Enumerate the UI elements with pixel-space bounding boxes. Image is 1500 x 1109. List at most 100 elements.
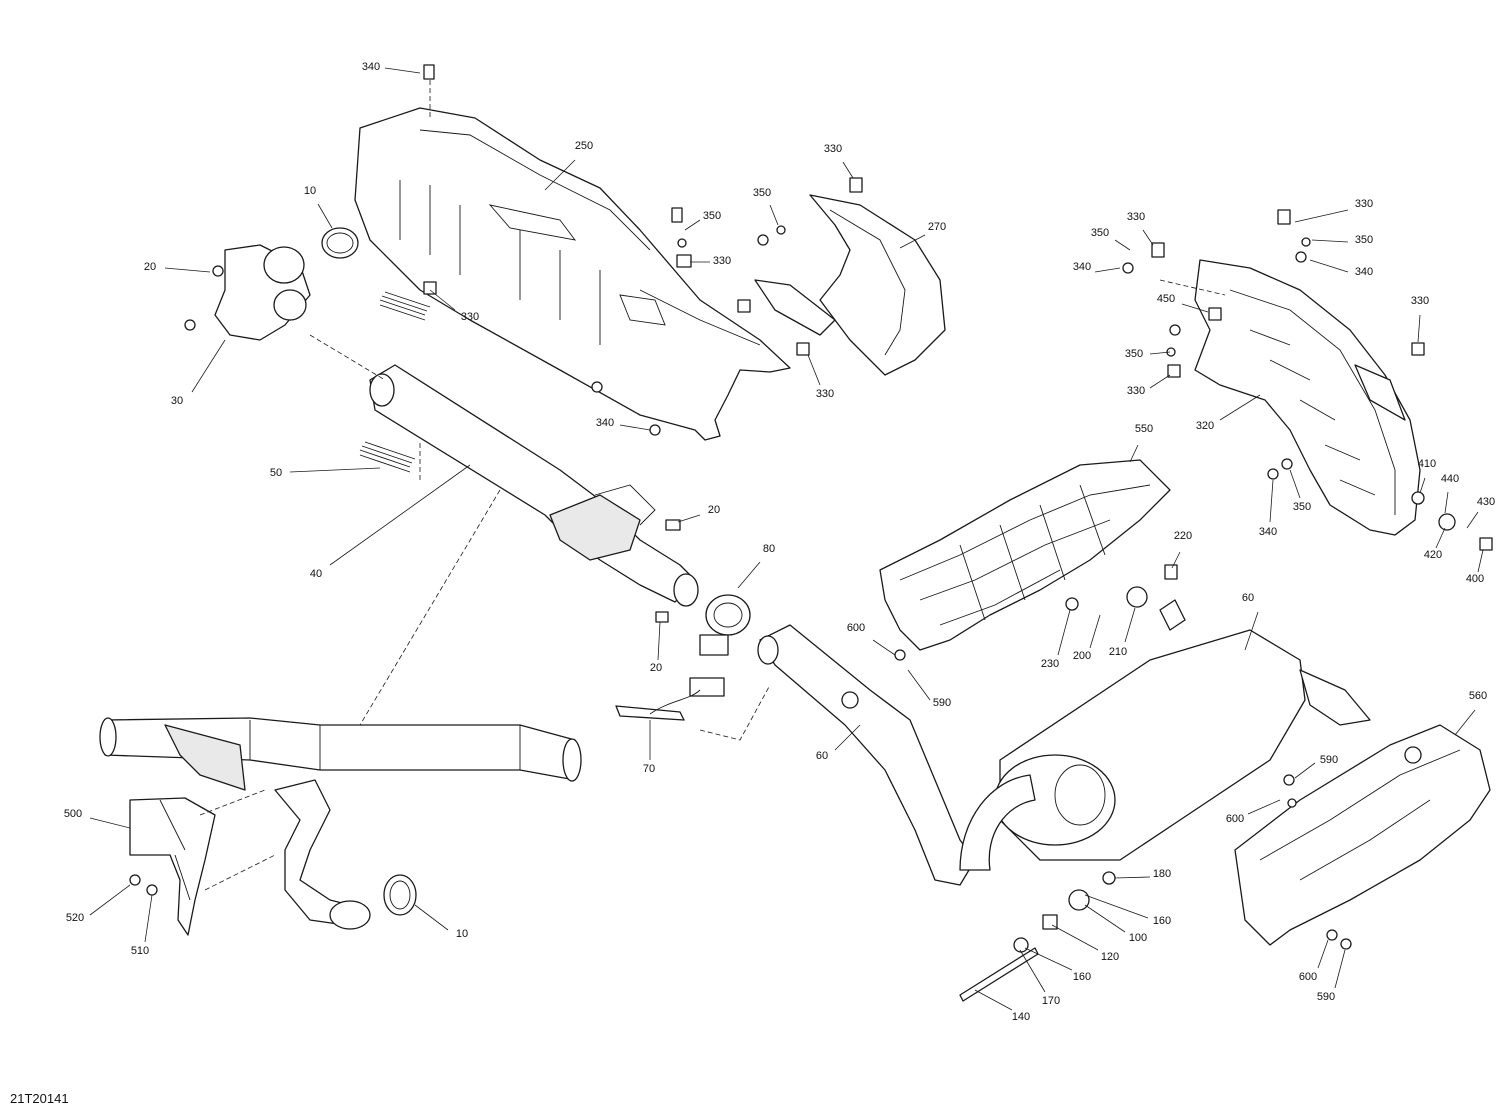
callout-leader-520 [89, 884, 131, 916]
heat-shield-250 [354, 107, 791, 441]
callout-leader-330 [807, 354, 821, 386]
heat-shield-320 [1194, 259, 1421, 536]
callout-leader-330 [842, 161, 854, 179]
callout-leader-330 [1294, 209, 1349, 223]
callout-330: 330 [1127, 385, 1145, 397]
callout-410: 410 [1418, 458, 1436, 470]
callout-leader-420 [1435, 527, 1446, 549]
callout-leader-10 [317, 203, 333, 229]
callout-leader-560 [1454, 709, 1476, 736]
callout-160: 160 [1073, 971, 1091, 983]
callout-450: 450 [1157, 293, 1175, 305]
callout-leader-600 [1317, 939, 1329, 969]
callout-leader-210 [1124, 607, 1136, 643]
callout-leader-200 [1089, 614, 1101, 649]
callout-340: 340 [1355, 266, 1373, 278]
callout-350: 350 [1355, 234, 1373, 246]
muffler-60 [959, 599, 1371, 871]
callout-leader-350 [1311, 239, 1349, 243]
callout-350: 350 [1091, 227, 1109, 239]
callout-leader-450 [1181, 303, 1209, 313]
heat-shield-560 [1234, 724, 1491, 946]
callout-510: 510 [131, 945, 149, 957]
sensor-70 [615, 677, 725, 721]
callout-200: 200 [1073, 650, 1091, 662]
callout-350: 350 [1293, 501, 1311, 513]
callout-30: 30 [171, 395, 183, 407]
callout-leader-500 [89, 817, 131, 829]
callout-400: 400 [1466, 573, 1484, 585]
callout-leader-350 [684, 219, 701, 231]
callout-leader-160 [1024, 947, 1073, 971]
callout-leader-20 [677, 514, 701, 523]
callout-50: 50 [270, 467, 282, 479]
callout-330: 330 [713, 255, 731, 267]
callout-leaders [89, 67, 1484, 1011]
reference-code: 21T20141 [10, 1091, 69, 1106]
callout-leader-100 [1084, 904, 1126, 933]
callout-270: 270 [928, 221, 946, 233]
callout-100: 100 [1129, 932, 1147, 944]
callout-leader-340 [1309, 259, 1349, 273]
callout-10: 10 [304, 185, 316, 197]
callout-leader-590 [1334, 949, 1346, 989]
callout-20: 20 [144, 261, 156, 273]
callout-40: 40 [310, 568, 322, 580]
callout-leader-220 [1171, 551, 1181, 569]
clamp-80 [699, 594, 751, 656]
callout-600: 600 [1299, 971, 1317, 983]
callout-60: 60 [1242, 592, 1254, 604]
callout-350: 350 [1125, 348, 1143, 360]
callout-leader-270 [899, 234, 926, 249]
callout-500: 500 [64, 808, 82, 820]
callout-140: 140 [1012, 1011, 1030, 1023]
callout-10: 10 [456, 928, 468, 940]
callout-leader-340 [619, 424, 651, 431]
callout-330: 330 [824, 143, 842, 155]
bent-pipe [274, 779, 371, 930]
callout-20: 20 [708, 504, 720, 516]
callout-leader-340 [1269, 479, 1274, 523]
callout-leader-50 [289, 467, 381, 473]
callout-leader-550 [1129, 444, 1139, 463]
callout-430: 430 [1477, 496, 1495, 508]
elbow-30 [214, 244, 311, 341]
callout-330: 330 [816, 388, 834, 400]
callout-leader-160 [1084, 894, 1149, 919]
callout-leader-230 [1057, 609, 1071, 656]
callout-leader-20 [657, 621, 661, 661]
callout-leader-140 [974, 989, 1013, 1011]
callout-leader-80 [737, 561, 761, 589]
callout-170: 170 [1042, 995, 1060, 1007]
callout-leader-120 [1051, 924, 1099, 951]
callout-20: 20 [650, 662, 662, 674]
lower-pipe-40 [99, 717, 582, 791]
callout-leader-330 [1142, 229, 1154, 246]
callout-220: 220 [1174, 530, 1192, 542]
callout-leader-600 [1247, 799, 1281, 815]
callout-600: 600 [1226, 813, 1244, 825]
callout-leader-10 [414, 904, 449, 931]
callout-160: 160 [1153, 915, 1171, 927]
callout-550: 550 [1135, 423, 1153, 435]
callout-leader-350 [1149, 351, 1171, 355]
callout-440: 440 [1441, 473, 1459, 485]
callout-leader-250 [544, 159, 576, 191]
callout-590: 590 [1320, 754, 1338, 766]
callout-340: 340 [596, 417, 614, 429]
callout-420: 420 [1424, 549, 1442, 561]
callout-590: 590 [933, 697, 951, 709]
callout-560: 560 [1469, 690, 1487, 702]
heat-shield-270 [754, 194, 946, 376]
callout-350: 350 [703, 210, 721, 222]
callout-leader-180 [1114, 876, 1151, 879]
callout-330: 330 [1355, 198, 1373, 210]
mid-pipe-40 [369, 364, 699, 607]
callout-leader-350 [1114, 239, 1131, 251]
callout-leader-330 [429, 289, 456, 311]
callout-120: 120 [1101, 951, 1119, 963]
callout-leader-330 [1417, 314, 1421, 343]
callout-leader-40 [329, 464, 471, 566]
callout-340: 340 [1073, 261, 1091, 273]
callout-leader-430 [1466, 511, 1479, 529]
